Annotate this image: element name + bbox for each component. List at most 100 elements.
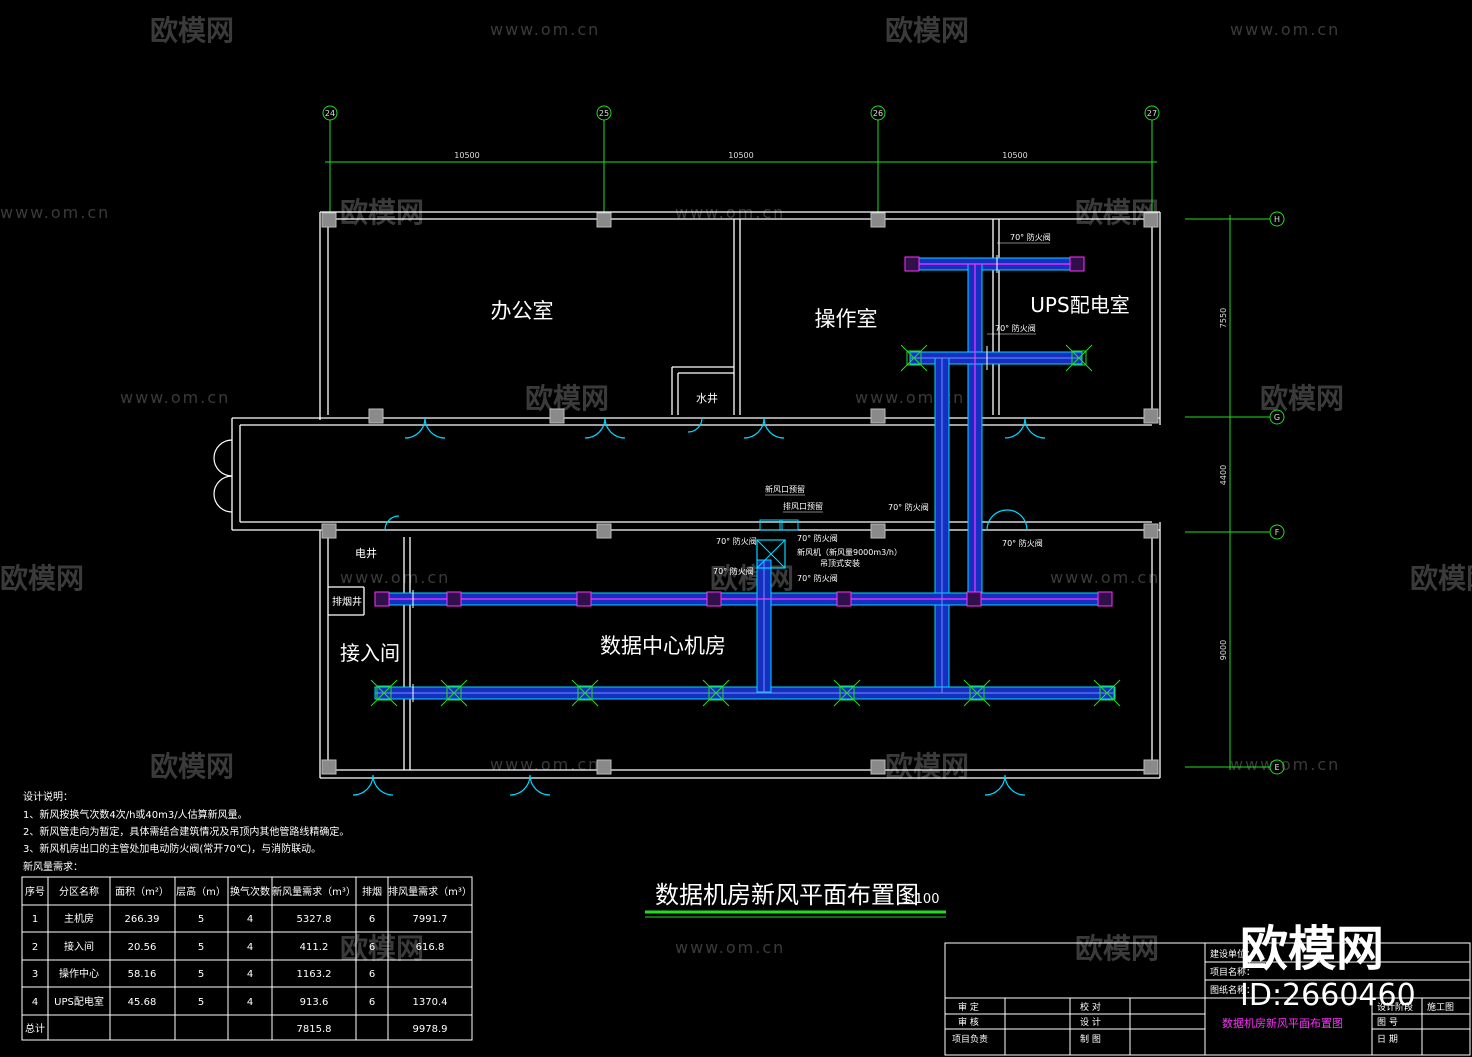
table-cell: 6 [369, 942, 375, 953]
table-cell: 616.8 [416, 942, 445, 953]
watermark-url: www.om.cn [0, 203, 110, 222]
brand-id: ID:2660460 [1240, 978, 1416, 1013]
title-block-label: 项目负责 [952, 1033, 988, 1045]
air-volume-table: 序号 分区名称 面积（m²） 层高（m） 换气次数 新风量需求（m³） 排烟 排… [21, 876, 473, 1041]
room-data-center: 数据中心机房 [600, 634, 726, 658]
title-block-label: 日 期 [1377, 1034, 1398, 1045]
grid-axis-label: 25 [599, 109, 609, 118]
title-block-label: 制 图 [1080, 1033, 1101, 1045]
fire-damper-label: 70° 防火阀 [995, 323, 1036, 333]
note-item: 2、新风管走向为暂定，具体需结合建筑情况及吊顶内其他管路线精确定。 [23, 825, 349, 838]
table-cell: 4 [247, 914, 253, 925]
table-cell: UPS配电室 [54, 995, 104, 1008]
fire-damper-label: 70° 防火阀 [1010, 232, 1051, 242]
span-dimension: 10500 [728, 151, 753, 160]
grid-axis-label: F [1275, 528, 1280, 537]
unit-label: 吊顶式安装 [820, 558, 860, 568]
watermark-brand: 欧模网 [885, 14, 969, 47]
fire-damper-label: 70° 防火阀 [797, 533, 838, 543]
span-dimension: 7550 [1219, 308, 1228, 328]
duct-annotations: 70° 防火阀 70° 防火阀 70° 防火阀 70° 防火阀 70° 防火阀 … [713, 232, 1051, 583]
title-block-label: 审 定 [958, 1001, 979, 1013]
table-cell: 20.56 [128, 942, 157, 953]
columns [321, 212, 1159, 775]
watermark-url: www.om.cn [490, 755, 600, 774]
watermark-brand: 欧模网 [1410, 562, 1472, 595]
grid-axis-label: H [1274, 215, 1280, 224]
title-block-label: 校 对 [1080, 1001, 1101, 1013]
watermark-url: www.om.cn [340, 568, 450, 587]
notes-heading: 设计说明： [23, 790, 73, 803]
span-dimension: 10500 [454, 151, 479, 160]
watermark-url: www.om.cn [1050, 568, 1160, 587]
table-cell: 6 [369, 914, 375, 925]
table-cell: 913.6 [300, 997, 329, 1008]
table-total-cell: 7815.8 [297, 1024, 332, 1035]
span-dimension: 4400 [1219, 465, 1228, 485]
title-block-label: 图纸名称： [1210, 984, 1255, 996]
title-block-label: 设计阶段 [1377, 1001, 1413, 1013]
table-cell: 4 [247, 997, 253, 1008]
room-ups: UPS配电室 [1030, 293, 1129, 317]
table-header: 序号 [25, 885, 45, 898]
brand-logo-text: 欧模网 [1240, 921, 1384, 977]
title-block-label: 图 号 [1377, 1017, 1398, 1028]
fire-damper-label: 70° 防火阀 [1002, 538, 1043, 548]
table-cell: 5 [198, 969, 204, 980]
drawing-scale: 1:100 [902, 892, 939, 907]
watermark-url: www.om.cn [1230, 20, 1340, 39]
drawing-title: 数据机房新风平面布置图 [655, 881, 919, 909]
table-cell: 7991.7 [413, 914, 448, 925]
grid-axis-label: 26 [873, 109, 883, 118]
table-cell: 1370.4 [413, 997, 448, 1008]
unit-label: 新风机（新风量9000m3/h） [797, 547, 902, 557]
room-labels: 办公室 操作室 UPS配电室 水井 电井 排烟井 接入间 数据中心机房 [332, 293, 1130, 665]
table-total-cell: 9978.9 [413, 1024, 448, 1035]
fire-damper-label: 70° 防火阀 [888, 502, 929, 512]
table-header: 层高（m） [176, 885, 226, 898]
table-header: 排烟 [362, 885, 382, 898]
table-cell: 6 [369, 997, 375, 1008]
title-block-label: 设 计 [1080, 1016, 1101, 1028]
table-cell: 266.39 [125, 914, 160, 925]
room-water-shaft: 水井 [696, 391, 718, 405]
table-header: 分区名称 [59, 885, 99, 898]
table-header: 面积（m²） [115, 886, 169, 898]
table-cell: 5 [198, 942, 204, 953]
drawing-title-block: 数据机房新风平面布置图 1:100 [645, 881, 946, 918]
room-office: 办公室 [491, 299, 554, 323]
watermark-url: www.om.cn [675, 938, 785, 957]
fire-damper-label: 70° 防火阀 [797, 573, 838, 583]
exhaust-diffusers [370, 344, 1121, 707]
fire-damper-label: 70° 防火阀 [716, 536, 757, 546]
table-cell: 4 [247, 969, 253, 980]
table-cell: 主机房 [64, 912, 94, 925]
room-access: 接入间 [340, 641, 400, 665]
table-total-label: 总计 [25, 1022, 45, 1035]
watermark-url: www.om.cn [490, 20, 600, 39]
table-cell: 1 [32, 914, 38, 925]
room-electric-shaft: 电井 [355, 546, 377, 560]
title-block-label: 审 核 [958, 1016, 979, 1028]
grid-axis-label: G [1274, 413, 1280, 422]
table-cell: 接入间 [64, 940, 94, 953]
table-cell: 45.68 [128, 997, 157, 1008]
title-block-drawing-name: 数据机房新风平面布置图 [1222, 1016, 1343, 1030]
title-block: 审 定 审 核 项目负责 校 对 设 计 制 图 建设单位： 项目名称： 图纸名… [944, 942, 1471, 1056]
table-cell: 操作中心 [59, 967, 99, 980]
table-header: 排风量需求（m³） [388, 885, 472, 898]
walls [231, 211, 1161, 779]
table-cell: 5327.8 [297, 914, 332, 925]
table-cell: 4 [32, 997, 38, 1008]
room-operation: 操作室 [815, 307, 878, 331]
table-header: 新风量需求（m³） [272, 885, 356, 898]
entrance-door [213, 439, 233, 513]
table-cell: 5 [198, 997, 204, 1008]
grid-labels: 24 25 26 27 H G F E 10500 10500 10500 75… [325, 109, 1280, 772]
grid-axis-label: 27 [1147, 109, 1157, 118]
watermark-brand: 欧模网 [1260, 382, 1344, 415]
table-cell: 3 [32, 969, 38, 980]
supply-diffusers [374, 256, 1113, 607]
grid-dimensions [322, 105, 1285, 775]
table-cell: 4 [247, 942, 253, 953]
